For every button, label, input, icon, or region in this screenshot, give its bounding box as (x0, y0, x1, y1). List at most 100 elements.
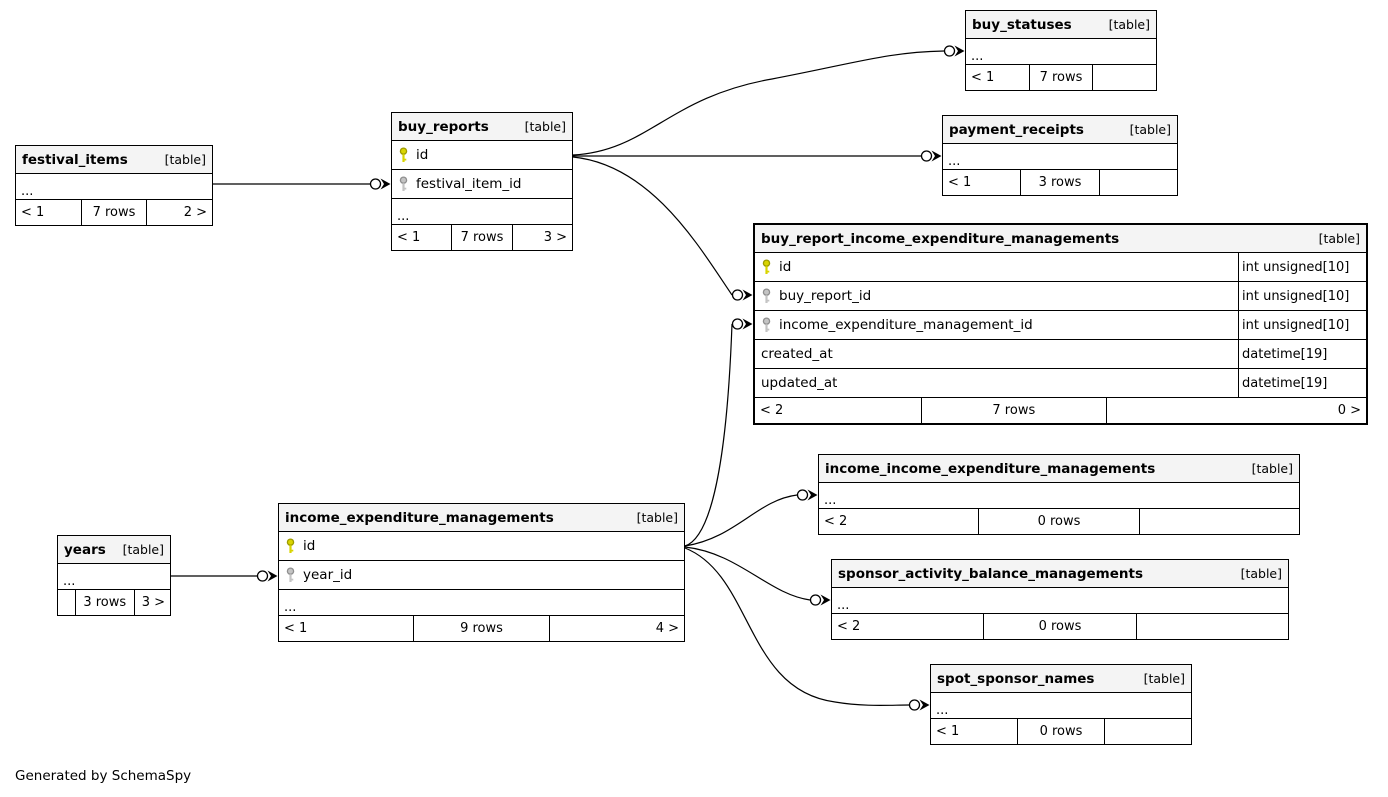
column-cell: ... (819, 483, 1299, 508)
column-cell: created_at (755, 340, 1238, 368)
edge-arrowhead-icon (807, 489, 818, 501)
column-row-festival_item_id: festival_item_id (392, 170, 572, 199)
edge-circle-icon (369, 178, 382, 190)
relationship-years-to-income_expenditure_managements (171, 570, 278, 582)
footer-related-left: < 1 (948, 175, 972, 190)
table-tag: [table] (1143, 671, 1185, 686)
relationship-line (572, 156, 733, 296)
row-count: 9 rows (413, 616, 548, 641)
foreign-key-icon (399, 176, 408, 191)
table-title[interactable]: buy_report_income_expenditure_management… (761, 230, 1120, 247)
footer-related-right: 3 > (511, 225, 572, 250)
column-row-id: id (392, 141, 572, 170)
ellipsis-label: ... (21, 184, 34, 199)
row-count: 7 rows (80, 200, 147, 225)
relationship-line (684, 546, 811, 601)
table-header: years[table] (58, 536, 170, 564)
ellipsis-label: ... (936, 703, 949, 718)
edge-circle-icon (943, 45, 956, 57)
column-row-created_at: created_at datetime[19] (755, 340, 1366, 369)
column-type: datetime[19] (1238, 369, 1366, 397)
column-cell: updated_at (755, 369, 1238, 397)
table-tag: [table] (636, 510, 678, 525)
table-title[interactable]: festival_items (22, 151, 128, 168)
column-cell: income_expenditure_management_id (755, 311, 1238, 339)
edge-circle-icon (731, 318, 744, 330)
column-cell: ... (943, 144, 1177, 169)
table-title[interactable]: payment_receipts (949, 121, 1084, 138)
relationship-buy_reports-to-payment_receipts (573, 150, 942, 162)
edge-circle-icon (796, 489, 809, 501)
table-header: income_income_expenditure_managements[ta… (819, 455, 1299, 483)
more-columns-row: ... (58, 564, 170, 590)
edge-circle-icon (920, 150, 933, 162)
row-count: 7 rows (451, 225, 511, 250)
footer-related-left: < 1 (936, 724, 960, 739)
table-tag: [table] (1318, 231, 1360, 246)
relationship-income_expenditure_managements-to-sponsor_activity_balance_managements (684, 546, 831, 606)
edge-arrowhead-icon (931, 150, 942, 162)
table-header: festival_items[table] (16, 146, 212, 174)
table-title[interactable]: buy_statuses (972, 16, 1072, 33)
relationship-line (684, 323, 733, 547)
table-title[interactable]: sponsor_activity_balance_managements (838, 565, 1143, 582)
column-name: created_at (761, 346, 833, 362)
table-title[interactable]: buy_reports (398, 118, 489, 135)
more-columns-row: ... (392, 199, 572, 225)
footer-related-left: < 1 (21, 205, 45, 220)
footer-related-right: 3 > (133, 590, 170, 615)
ellipsis-label: ... (824, 493, 837, 508)
ellipsis-label: ... (63, 574, 76, 589)
column-name: festival_item_id (416, 176, 522, 192)
column-type: datetime[19] (1238, 340, 1366, 368)
column-cell: id (755, 253, 1238, 281)
ellipsis-label: ... (397, 209, 410, 224)
table-income_income_expenditure_managements[interactable]: income_income_expenditure_managements[ta… (818, 454, 1300, 535)
table-tag: [table] (1108, 17, 1150, 32)
row-count: 3 rows (74, 590, 134, 615)
edge-arrowhead-icon (267, 570, 278, 582)
footer-related-left (58, 590, 75, 615)
table-buy_report_income_expenditure_managements[interactable]: buy_report_income_expenditure_management… (753, 223, 1368, 425)
row-count: 0 rows (983, 614, 1135, 639)
table-header: spot_sponsor_names [table] (931, 665, 1191, 693)
footer-related-left: < 1 (284, 621, 308, 636)
table-title[interactable]: spot_sponsor_names (937, 670, 1095, 687)
edge-arrowhead-icon (742, 289, 753, 301)
column-cell: id (279, 532, 684, 560)
table-sponsor_activity_balance_managements[interactable]: sponsor_activity_balance_managements[tab… (831, 559, 1289, 640)
ellipsis-label: ... (948, 154, 961, 169)
table-title[interactable]: income_income_expenditure_managements (825, 460, 1156, 477)
table-title[interactable]: years (64, 541, 106, 558)
row-count: 7 rows (920, 398, 1106, 423)
column-row-year_id: year_id (279, 561, 684, 590)
edge-arrowhead-icon (919, 699, 930, 711)
column-name: id (779, 259, 792, 275)
footer-related-left: < 1 (971, 70, 995, 85)
column-row-id: id (279, 532, 684, 561)
foreign-key-icon (762, 288, 771, 303)
column-cell: ... (58, 564, 170, 589)
edge-circle-icon (809, 594, 822, 606)
footer-related-right: 0 > (1105, 398, 1366, 423)
table-title[interactable]: income_expenditure_managements (285, 509, 554, 526)
edge-arrowhead-icon (742, 318, 753, 330)
table-header: payment_receipts[table] (943, 116, 1177, 144)
ellipsis-label: ... (284, 600, 297, 615)
more-columns-row: ... (819, 483, 1299, 509)
